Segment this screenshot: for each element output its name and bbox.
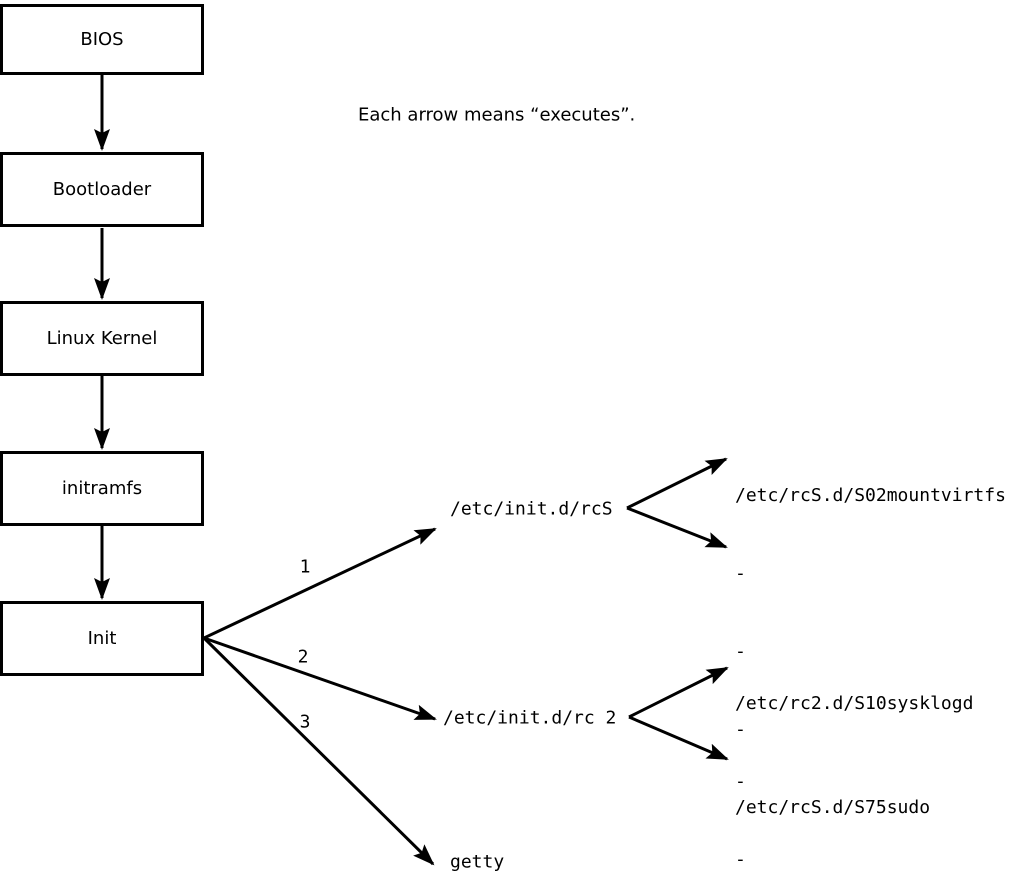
- arrow-rc2-to-first-script: [628, 666, 729, 719]
- rcS-script-ellipsis: -: [735, 641, 746, 662]
- arrow-init-to-rcS: [203, 527, 437, 640]
- rcS-script-list: /etc/rcS.d/S02mountvirtfs - - - /etc/rcS…: [735, 431, 1006, 873]
- legend-caption: Each arrow means “executes”.: [358, 104, 636, 126]
- rcS-script-first: /etc/rcS.d/S02mountvirtfs: [735, 485, 1006, 506]
- node-bootloader: Bootloader: [0, 152, 204, 227]
- arrow-rcS-to-first-script: [626, 457, 728, 510]
- node-linux-kernel: Linux Kernel: [0, 301, 204, 376]
- node-initramfs-label: initramfs: [61, 478, 143, 499]
- node-init: Init: [0, 601, 204, 676]
- edge-order-label-1: 1: [299, 556, 311, 578]
- node-init-label: Init: [87, 628, 117, 649]
- rc2-script-ellipsis: -: [735, 771, 746, 792]
- rc2-script-first: /etc/rc2.d/S10sysklogd: [735, 693, 974, 714]
- rc2-script-ellipsis: -: [735, 849, 746, 870]
- node-bootloader-label: Bootloader: [52, 179, 152, 200]
- target-init-rc2: /etc/init.d/rc 2: [443, 707, 617, 729]
- arrow-init-to-getty: [202, 636, 435, 866]
- edge-order-label-3: 3: [299, 711, 311, 733]
- arrow-init-to-rc2: [203, 636, 437, 721]
- target-init-getty: getty: [450, 851, 505, 873]
- edge-order-label-2: 2: [297, 646, 309, 668]
- node-bios-label: BIOS: [80, 29, 124, 50]
- arrow-rc2-to-last-script: [628, 715, 729, 761]
- node-initramfs: initramfs: [0, 451, 204, 526]
- rcS-script-ellipsis: -: [735, 719, 746, 740]
- arrow-rcS-to-last-script: [626, 506, 728, 549]
- rcS-script-ellipsis: -: [735, 563, 746, 584]
- node-bios: BIOS: [0, 4, 204, 75]
- target-init-rcS: /etc/init.d/rcS: [450, 498, 613, 520]
- rcS-script-last: /etc/rcS.d/S75sudo: [735, 797, 931, 818]
- rc2-script-list: /etc/rc2.d/S10sysklogd - - - /etc/rc2.d/…: [735, 639, 973, 875]
- node-linux-kernel-label: Linux Kernel: [46, 328, 158, 349]
